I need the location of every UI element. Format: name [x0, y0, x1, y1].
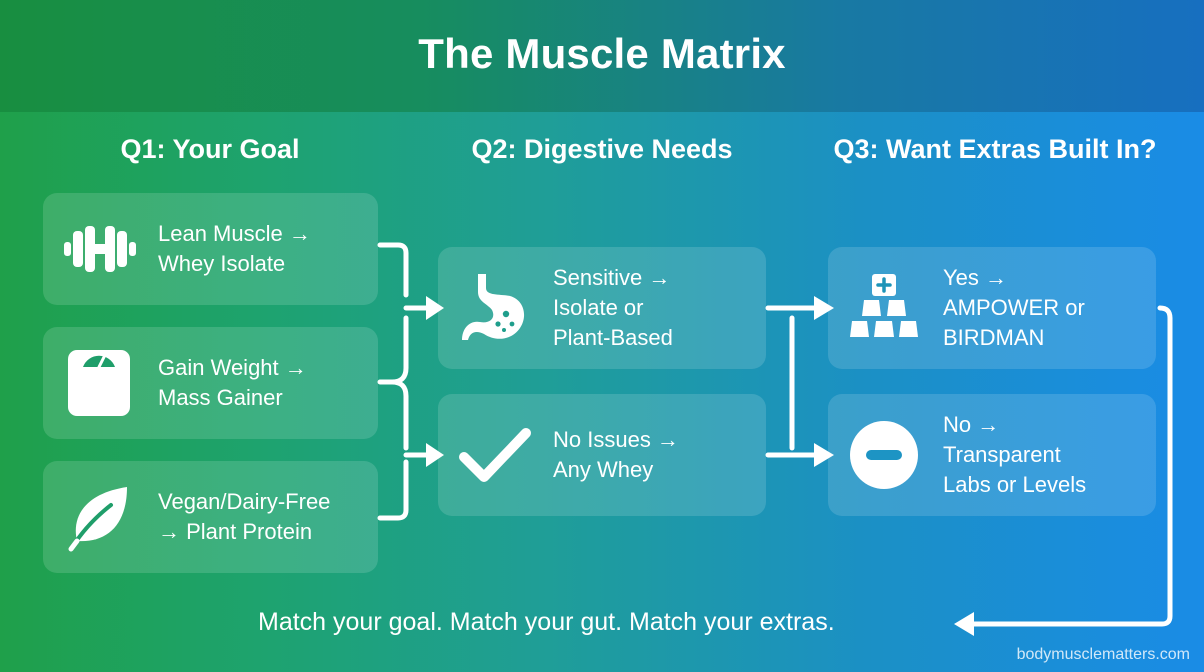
tagline: Match your goal. Match your gut. Match y… — [258, 608, 835, 636]
arrowhead-return — [954, 612, 974, 636]
digest-card-no-issues: No Issues → Any Whey — [438, 394, 766, 516]
arrowhead-no-issues — [426, 443, 444, 467]
arrowhead-sensitive — [426, 296, 444, 320]
extras-no-text: No → Transparent Labs or Levels — [943, 412, 1087, 497]
column-heading-q3: Q3: Want Extras Built In? — [833, 134, 1157, 164]
arrowhead-yes — [814, 296, 834, 320]
arrowhead-no — [814, 443, 834, 467]
stomach-icon — [462, 274, 525, 340]
digest-no-issues-text: No Issues → Any Whey — [553, 427, 679, 482]
goal-vegan-text: Vegan/Dairy-Free → Plant Protein — [158, 489, 331, 544]
goal-card-gain-weight: Gain Weight → Mass Gainer — [43, 327, 378, 439]
page-title: The Muscle Matrix — [418, 30, 786, 77]
extras-card-no: No → Transparent Labs or Levels — [828, 394, 1156, 516]
extras-card-yes: Yes → AMPOWER or BIRDMAN — [828, 247, 1156, 369]
connector-q1-vegan — [377, 459, 409, 521]
dumbbell-icon — [64, 226, 136, 272]
site-url: bodymusclematters.com — [1016, 646, 1190, 663]
column-heading-q1: Q1: Your Goal — [120, 134, 300, 164]
minus-circle-icon — [850, 421, 918, 489]
leaf-icon — [68, 487, 127, 552]
connector-q1-lean — [377, 242, 409, 298]
connector-return — [969, 305, 1173, 627]
goal-lean-muscle-text: Lean Muscle → Whey Isolate — [158, 221, 311, 276]
goal-gain-weight-text: Gain Weight → Mass Gainer — [158, 355, 307, 410]
stacked-blocks-plus-icon — [850, 274, 918, 337]
connector-q1-gain — [377, 315, 409, 451]
goal-card-lean-muscle: Lean Muscle → Whey Isolate — [43, 193, 378, 305]
column-heading-q2: Q2: Digestive Needs — [471, 134, 733, 164]
goal-card-vegan: Vegan/Dairy-Free → Plant Protein — [43, 461, 378, 573]
scale-icon — [68, 350, 130, 416]
header-band — [0, 0, 1204, 112]
checkmark-icon — [459, 428, 531, 482]
digest-card-sensitive: Sensitive → Isolate or Plant-Based — [438, 247, 766, 369]
digest-sensitive-text: Sensitive → Isolate or Plant-Based — [553, 265, 673, 350]
extras-yes-text: Yes → AMPOWER or BIRDMAN — [943, 265, 1085, 350]
